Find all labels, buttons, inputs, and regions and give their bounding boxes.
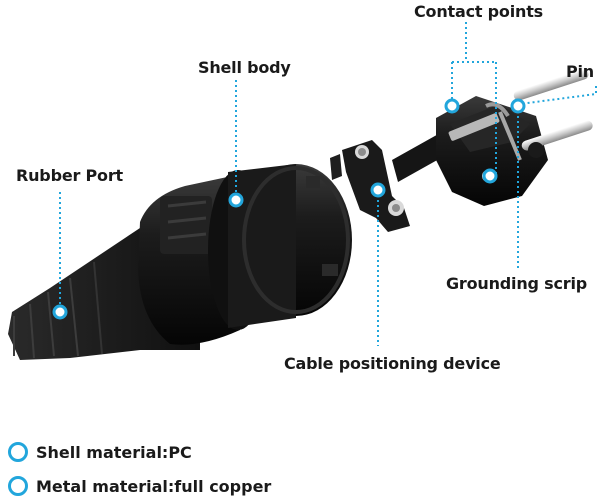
marker-cable-device <box>370 182 386 198</box>
ring-icon <box>8 442 28 462</box>
grounding-scrip-label: Grounding scrip <box>446 274 587 293</box>
marker-pin <box>510 98 526 114</box>
ring-icon <box>8 476 28 496</box>
callout-markers <box>52 98 526 320</box>
shell-body-part <box>138 164 352 345</box>
cable-positioning-device-label: Cable positioning device <box>284 354 501 373</box>
pin-label: Pin <box>566 62 595 81</box>
shell-body-label: Shell body <box>198 58 291 77</box>
marker-rubber-port <box>52 304 68 320</box>
legend-item-shell-material: Shell material:PC <box>8 442 192 462</box>
contact-points-label: Contact points <box>414 2 543 21</box>
marker-shell-body <box>228 192 244 208</box>
plug-head-part <box>392 69 593 206</box>
legend-item-metal-material: Metal material:full copper <box>8 476 271 496</box>
leader-lines <box>59 22 597 346</box>
marker-contact-left <box>444 98 460 114</box>
legend-text: Shell material:PC <box>36 442 192 462</box>
marker-contact-right <box>482 168 498 184</box>
legend-text: Metal material:full copper <box>36 476 272 496</box>
rubber-port-label: Rubber Port <box>16 166 123 185</box>
